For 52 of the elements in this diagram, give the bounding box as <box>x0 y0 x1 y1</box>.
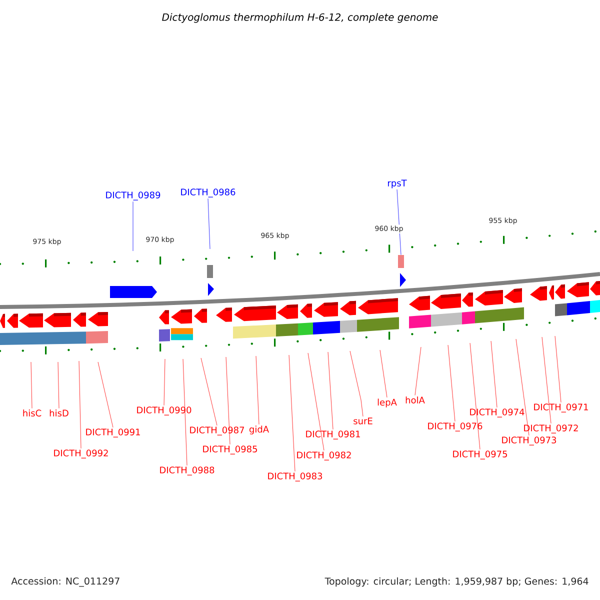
leader-line <box>414 346 422 396</box>
info-text: Accession: NC_011297 <box>11 577 120 587</box>
gene-label: DICTH_0981 <box>306 430 360 440</box>
gene-block <box>398 255 404 268</box>
gene-label: holA <box>406 396 425 404</box>
gene-label: DICTH_0972 <box>524 424 578 434</box>
gene-label: DICTH_0976 <box>428 422 482 432</box>
gene-label: hisC <box>23 410 42 416</box>
gene-label: DICTH_0991 <box>86 428 140 438</box>
gene-label: DICTH_0986 <box>181 188 236 198</box>
info-text: Topology: circular; Length: 1,959,987 bp; Genes: 1,964 <box>324 577 588 587</box>
leader-line <box>200 358 218 426</box>
gene-label: DICTH_0987 <box>190 426 244 436</box>
gene-label: DICTH_0990 <box>137 406 192 416</box>
leader-line <box>380 350 388 398</box>
gene-label: DICTH_0973 <box>502 436 556 446</box>
leader-line <box>350 350 364 417</box>
gene-label: DICTH_0985 <box>203 446 257 454</box>
gene-label: DICTH_0971 <box>534 404 588 412</box>
leader-line <box>308 352 324 451</box>
leader-line <box>30 362 32 409</box>
gene-label: gidA <box>249 426 269 434</box>
gene-label: rpsT <box>388 180 407 188</box>
leader-line <box>182 358 188 466</box>
leader-line <box>98 362 114 428</box>
leader-line <box>554 336 562 403</box>
leader-line <box>164 358 166 406</box>
gene-label: DICTH_0989 <box>106 192 160 200</box>
leader-line <box>542 336 552 424</box>
leader-line <box>328 352 334 430</box>
leader-line <box>132 201 134 252</box>
gene-label: surE <box>354 418 372 424</box>
leader-line <box>490 340 498 408</box>
gene-label: DICTH_0974 <box>470 408 524 418</box>
gene-label: DICTH_0982 <box>297 452 351 460</box>
leader-line <box>288 354 296 472</box>
leader-line <box>208 198 210 250</box>
leader-line <box>256 356 260 425</box>
leader-line <box>226 356 230 445</box>
leader-line <box>396 189 402 255</box>
title: Dictyoglomus thermophilum H-6-12, complete genome <box>162 13 438 23</box>
gene-label: DICTH_0992 <box>54 450 108 458</box>
gene-label: DICTH_0988 <box>160 466 214 476</box>
leader-line <box>448 344 456 422</box>
leader-line <box>470 342 480 450</box>
gene-label: hisD <box>50 410 68 416</box>
gene-label: lepA <box>378 398 397 408</box>
gene-label: DICTH_0975 <box>453 450 507 460</box>
leader-line <box>78 360 82 449</box>
gene-label: DICTH_0983 <box>268 472 322 482</box>
leader-line <box>516 338 530 436</box>
leader-line <box>58 362 60 409</box>
